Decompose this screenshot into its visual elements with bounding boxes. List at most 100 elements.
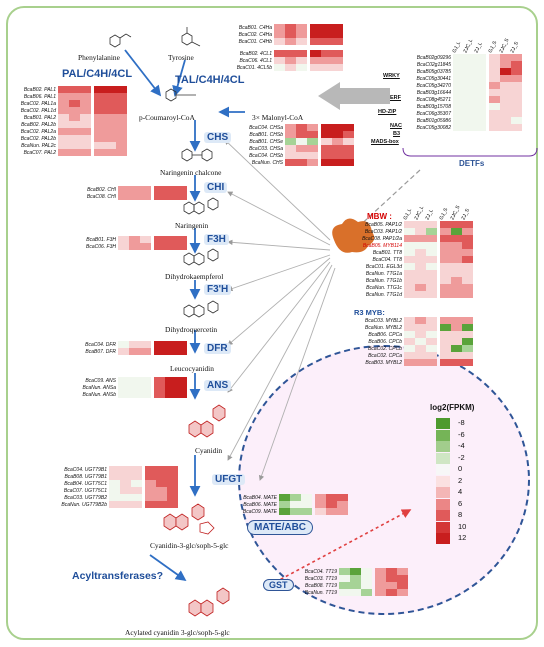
enzyme-f3h: F3H [204, 234, 229, 245]
heatmap-row: BcaB05. MYB114 [352, 242, 473, 249]
heatmap-cell [58, 93, 69, 100]
gene-name: BcaB03g15708 [416, 103, 451, 110]
phenylalanine-structure-icon [109, 33, 132, 48]
heatmap-row: BcaC04. TT8 [352, 256, 473, 263]
gene-name: BcaC05g30082 [416, 124, 451, 131]
heatmap-cell [415, 242, 426, 249]
heatmap-cell [129, 384, 140, 391]
heatmap-cell [500, 89, 511, 96]
heatmap-cell [301, 501, 312, 508]
gene-name: BcaC04. TT19 [304, 568, 337, 575]
heatmap-cell [285, 64, 296, 71]
heatmap-cell [415, 345, 426, 352]
tf-family-b3: B3 [393, 131, 401, 137]
heatmap-cell [145, 466, 156, 473]
heatmap-cell [511, 89, 522, 96]
heatmap-row: BcaNun. TTG1c [352, 284, 473, 291]
gene-name: BcaC05g30441 [416, 75, 451, 82]
heatmap-cell [156, 501, 167, 508]
heatmap-row: BcaC02g11845 [403, 61, 522, 68]
heatmap-cell [154, 377, 165, 384]
heatmap-cell [120, 501, 131, 508]
heatmap-cell [337, 501, 348, 508]
heatmap-row: BcaB02g09296 [403, 54, 522, 61]
heatmap-row: BcaB01. C4Ha [222, 24, 343, 31]
heatmap-cell [453, 75, 464, 82]
heatmap-cell [475, 61, 486, 68]
enzyme-dfr: DFR [204, 343, 231, 354]
heatmap-cell [154, 391, 165, 398]
heatmap-cell [464, 96, 475, 103]
heatmap-cell [145, 487, 156, 494]
heatmap-row: BcaC01. 4CL5b [222, 64, 343, 71]
r3-myb-label: R3 MYB: [354, 308, 385, 317]
heatmap-cell [489, 89, 500, 96]
heatmap-cell [120, 466, 131, 473]
heatmap-cell [350, 582, 361, 589]
heatmap-cell [167, 480, 178, 487]
heatmap-row: BcaNun. ANSa [71, 384, 187, 391]
enzyme-mate-abc: MATE/ABC [247, 520, 314, 535]
heatmap-cell [404, 345, 415, 352]
tf-family-erf: ERF [390, 95, 401, 101]
heatmap-cell [462, 284, 473, 291]
compound-dihydroquercetin: Dihydroquercetin [165, 325, 218, 334]
heatmap-cell [361, 582, 372, 589]
heatmap-cell [290, 501, 301, 508]
heatmap-cell [462, 317, 473, 324]
heatmap-cell [451, 277, 462, 284]
heatmap-row: BcaC04. CHSb [231, 152, 354, 159]
heatmap-cell [451, 263, 462, 270]
heatmap-cell [129, 391, 140, 398]
heatmap-cell [80, 149, 91, 156]
heatmap-row: BcaNun. TT19 [292, 589, 408, 596]
heatmap-cell [321, 159, 332, 166]
heatmap-cell [462, 338, 473, 345]
heatmap-cell [279, 501, 290, 508]
heatmap-cell [285, 131, 296, 138]
heatmap-cell [167, 466, 178, 473]
heatmap-cell [426, 249, 437, 256]
heatmap-cell [500, 124, 511, 131]
legend-value: 6 [458, 498, 463, 508]
heatmap-cell [500, 68, 511, 75]
cyanidin-glc-structure-icon [163, 503, 215, 535]
heatmap-cell [58, 100, 69, 107]
heatmap-cell [462, 277, 473, 284]
heatmap-cell [404, 270, 415, 277]
heatmap-cell [500, 61, 511, 68]
heatmap-cell [140, 391, 151, 398]
heatmap-row: BcaNun. ANSb [71, 391, 187, 398]
tyrosine-structure-icon [181, 27, 201, 47]
heatmap-cell [415, 249, 426, 256]
enzyme-chi: CHI [204, 182, 228, 193]
heatmap-cell [440, 242, 451, 249]
heatmap-cell [285, 57, 296, 64]
heatmap-cell [440, 324, 451, 331]
heatmap-cell [489, 54, 500, 61]
heatmap-cell [129, 348, 140, 355]
heatmap-cell [404, 324, 415, 331]
heatmap-cell [80, 128, 91, 135]
enzyme-gst: GST [263, 579, 294, 591]
heatmap-cell [440, 235, 451, 242]
heatmap-cell [310, 24, 321, 31]
heatmap-cell [464, 82, 475, 89]
heatmap-cell [167, 494, 178, 501]
heatmap-cell [109, 466, 120, 473]
heatmap-cell [310, 38, 321, 45]
heatmap-cell [404, 338, 415, 345]
heatmap-cell [94, 93, 105, 100]
heatmap-cell [511, 75, 522, 82]
heatmap-cell [489, 61, 500, 68]
gene-name: BcaNun. ANSb [82, 391, 116, 398]
heatmap-row: BcaC02. PAL2b [12, 135, 127, 142]
detf-grey-arrow [318, 82, 390, 110]
legend-value: -2 [458, 452, 465, 462]
heatmap-cell [339, 589, 350, 596]
heatmap-cell [296, 138, 307, 145]
heatmap-row: BcaC07. UGT75C1 [55, 487, 178, 494]
gene-name: BcaB05. PAP1/2 [365, 221, 402, 228]
